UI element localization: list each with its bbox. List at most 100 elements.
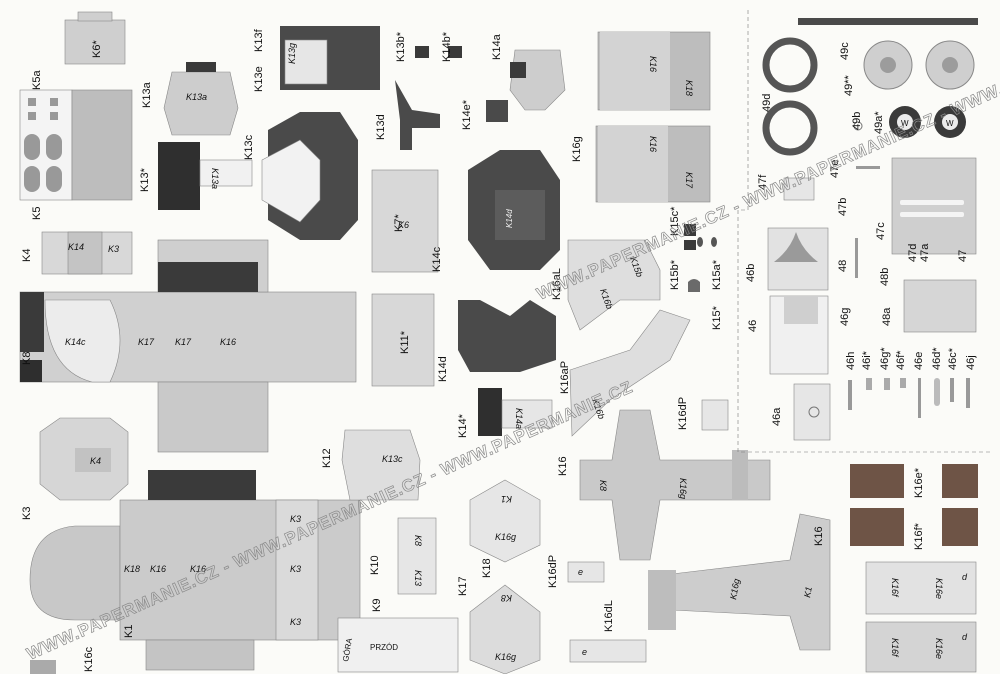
part-K13b: K13b* K14b* xyxy=(395,31,462,62)
label-K18: K18 xyxy=(481,558,493,578)
part-label-K17c: K17 xyxy=(684,172,694,189)
part-49-wheels: W W 49d 49c 49** 49b 49a* xyxy=(761,37,975,156)
part-K14d: K14d K14c xyxy=(431,150,560,272)
part-label-K3a: K3 xyxy=(290,514,301,524)
part-label-K8b: K8 xyxy=(413,535,423,546)
label-K15bs: K15b* xyxy=(669,259,681,290)
part-K13a: K13a K13a xyxy=(141,62,239,136)
label-K16aL: K16aL xyxy=(551,268,563,300)
label-49ss: 49** xyxy=(843,74,855,96)
label-K14bs: K14b* xyxy=(441,31,453,62)
label-48: 48 xyxy=(837,260,849,272)
part-label-K17b: K17 xyxy=(175,337,192,347)
part-K14: K14 K3 K4 xyxy=(21,231,133,275)
part-K16-wing: K8 K16g K16 xyxy=(557,409,771,561)
label-46cs: 46c* xyxy=(947,347,959,370)
part-label-K8c: K8 xyxy=(501,593,512,603)
label-K16dL: K16dL xyxy=(603,600,615,632)
label-47e: 47e xyxy=(829,160,841,178)
part-label-K3: K3 xyxy=(108,244,119,254)
part-label-W1: W xyxy=(901,119,909,128)
part-label-e1: e xyxy=(578,567,583,577)
label-46b: 46b xyxy=(745,264,757,282)
part-K16dP: K16dP xyxy=(677,397,729,431)
part-46-small: 46h 46i* 46g* 46f* 46e 46d* 46c* 46j xyxy=(845,347,977,418)
part-49-strip xyxy=(798,18,978,25)
part-K16f-boxes: K16f K16e K16f K16e d d xyxy=(865,561,977,673)
label-K16dP2: K16dP xyxy=(677,397,689,430)
part-label-K13c: K13c xyxy=(382,454,403,464)
part-K16e-brown: K16e* K16f* xyxy=(850,464,978,550)
part-46a: 46a xyxy=(771,383,831,441)
part-K13c: K13c xyxy=(243,112,358,240)
part-K7: K6 K7* xyxy=(371,169,439,273)
part-K11: K11* xyxy=(371,293,435,387)
label-K15as: K15a* xyxy=(711,259,723,290)
label-K17: K17 xyxy=(457,576,469,596)
label-49d: 49d xyxy=(761,94,773,112)
part-label-K14c: K14c xyxy=(65,337,86,347)
label-K16g: K16g xyxy=(571,136,583,162)
label-K13d: K13d xyxy=(375,114,387,140)
label-K14es: K14e* xyxy=(461,99,473,130)
part-label-K16g2: K16g xyxy=(495,652,516,662)
part-K5: K5a K5 xyxy=(19,70,133,220)
label-K16dP: K16dP xyxy=(547,555,559,588)
part-K14d-lower: K14d xyxy=(437,300,556,382)
label-K16aP: K16aP xyxy=(559,361,571,394)
label-49c: 49c xyxy=(839,42,851,60)
label-K13f: K13f xyxy=(253,28,265,52)
label-47b: 47b xyxy=(837,198,849,216)
part-K13d: K13d K14e* xyxy=(375,80,508,150)
label-K7s: K7* xyxy=(393,214,405,232)
part-label-K17a: K17 xyxy=(138,337,155,347)
part-K1-fuselage: K18 K16 K16 K3 K3 K3 K1 K16c xyxy=(29,470,361,674)
label-46e: 46e xyxy=(913,352,925,370)
label-K16fs: K16f* xyxy=(913,522,925,550)
part-K4: K4 K3 xyxy=(21,417,129,520)
part-label-e2: e xyxy=(582,647,587,657)
part-label-K8d: K8 xyxy=(598,480,608,491)
part-K16aP: K16b K16aP xyxy=(559,309,691,437)
part-K18-box: K16g K1 K18 xyxy=(469,479,541,578)
label-47f: 47f xyxy=(757,174,769,190)
part-label-K14: K14 xyxy=(68,242,84,252)
label-K3: K3 xyxy=(21,507,33,520)
label-K12: K12 xyxy=(321,448,333,468)
part-label-K16d: K16 xyxy=(648,56,658,72)
label-47: 47 xyxy=(957,250,969,262)
label-K16c: K16c xyxy=(83,646,95,672)
part-label-K1b: K1 xyxy=(802,586,814,599)
label-K10: K10 xyxy=(369,555,381,575)
label-K1: K1 xyxy=(123,625,135,638)
label-K13a: K13a xyxy=(141,81,153,108)
label-K14a: K14a xyxy=(491,33,503,60)
label-K13c: K13c xyxy=(243,134,255,160)
label-K15cs: K15c* xyxy=(669,206,681,236)
part-label-K16f1: K16f xyxy=(890,578,900,598)
label-K11s: K11* xyxy=(399,330,411,354)
label-K8: K8 xyxy=(21,352,33,365)
label-46is: 46i* xyxy=(861,350,873,370)
part-label-K3c: K3 xyxy=(290,617,301,627)
part-46: 46 46g 48a xyxy=(747,279,977,375)
part-label-K16g: K16g xyxy=(495,532,516,542)
label-K16: K16 xyxy=(557,456,569,476)
label-K6s: K6* xyxy=(91,40,103,58)
label-46gs: 46g* xyxy=(879,347,891,370)
label-K16b: K16 xyxy=(813,526,825,546)
part-label-K13a: K13a xyxy=(186,92,207,102)
part-K10: K8 K13 K10 xyxy=(369,517,437,595)
label-46j: 46j xyxy=(965,355,977,370)
part-label-d2: d xyxy=(962,632,968,642)
part-label-K13: K13 xyxy=(413,570,423,586)
part-label-K16e1: K16e xyxy=(934,578,944,599)
label-K13e: K13e xyxy=(253,66,265,92)
label-K5: K5 xyxy=(31,207,43,220)
part-label-K16f2: K16f xyxy=(890,638,900,658)
part-label-K18b: K18 xyxy=(684,80,694,96)
part-label-W2: W xyxy=(946,119,954,128)
part-K16-wing-lower: K16g K1 K16 xyxy=(648,513,831,651)
label-49b: 49b xyxy=(851,112,863,130)
